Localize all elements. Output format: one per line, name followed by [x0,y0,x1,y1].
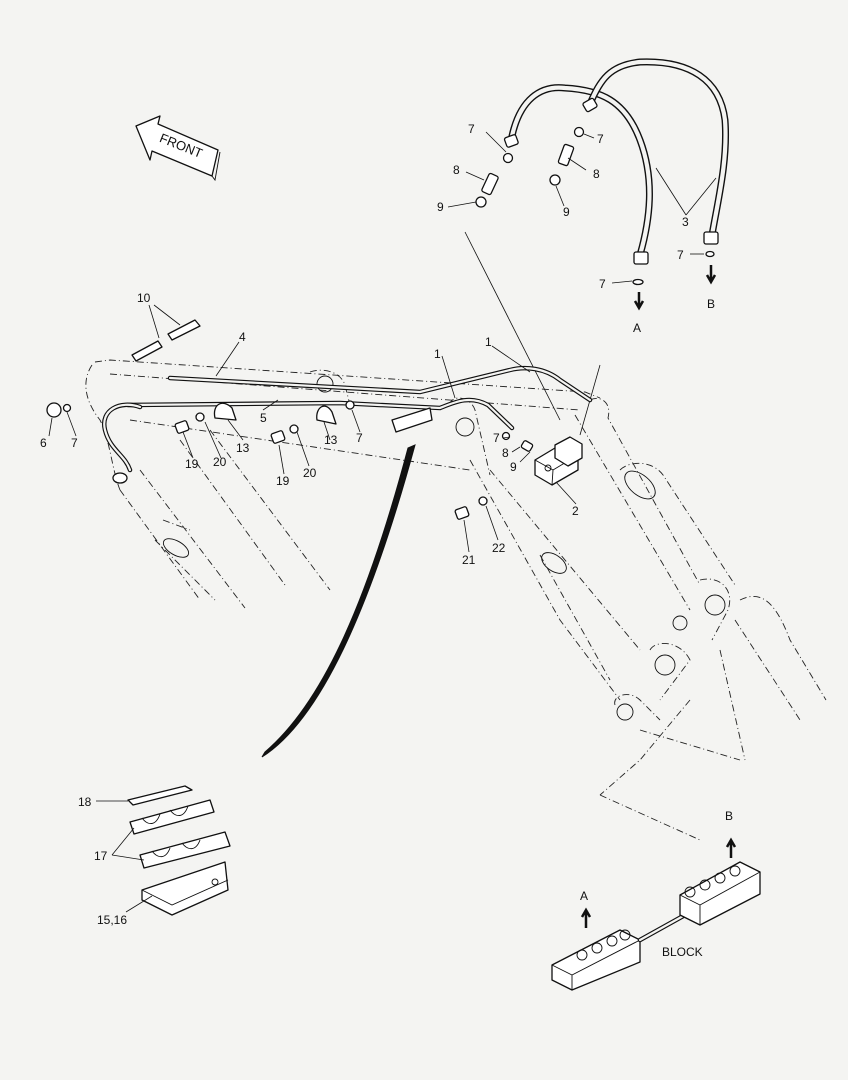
port-label-b-block: B [725,809,733,823]
callout-21: 21 [462,553,476,567]
callout-2: 2 [572,504,579,518]
pipes [101,365,593,484]
callout-20b: 20 [303,466,317,480]
callout-9-center: 9 [510,460,517,474]
callout-15-16: 15,16 [97,913,127,927]
callout-13b: 13 [324,433,338,447]
block-detail [551,837,761,991]
front-direction-arrow: FRONT [135,115,221,182]
callout-8-hose1: 8 [453,163,460,177]
callout-10: 10 [137,291,151,305]
callout-7-hose2: 7 [597,132,604,146]
block-label: BLOCK [662,945,703,959]
callout-19b: 19 [276,474,290,488]
port-label-a-top: A [633,321,641,335]
callout-7-endA: 7 [599,277,606,291]
clamp-detail [127,785,231,916]
hose-assembly-3 [503,58,730,311]
callout-20a: 20 [213,455,227,469]
callout-19a: 19 [185,457,199,471]
callout-13a: 13 [236,441,250,455]
callout-5: 5 [260,411,267,425]
callout-4: 4 [239,330,246,344]
callout-7-hose1: 7 [468,122,475,136]
callout-7-left: 7 [71,436,78,450]
callout-3: 3 [682,215,689,229]
callout-18: 18 [78,795,92,809]
port-label-a-block: A [580,889,588,903]
callout-8-hose2: 8 [593,167,600,181]
callout-22: 22 [492,541,506,555]
callout-7-center: 7 [493,431,500,445]
leader-lines [48,131,717,913]
shield-guide-line [261,444,416,758]
callout-7-endB: 7 [677,248,684,262]
port-label-b-top: B [707,297,715,311]
callout-9-hose2: 9 [563,205,570,219]
boom-structure [85,231,827,841]
callout-6: 6 [40,436,47,450]
callout-labels: 7 8 9 7 8 9 3 7 7 A B 10 4 1 1 5 6 7 13 … [40,122,733,959]
callout-7-mid: 7 [356,431,363,445]
callout-8-center: 8 [502,446,509,460]
callout-17: 17 [94,849,108,863]
callout-9-hose1: 9 [437,200,444,214]
hose-fittings [475,126,715,286]
valve-block-2 [454,436,583,520]
callout-1b: 1 [485,335,492,349]
callout-1a: 1 [434,347,441,361]
